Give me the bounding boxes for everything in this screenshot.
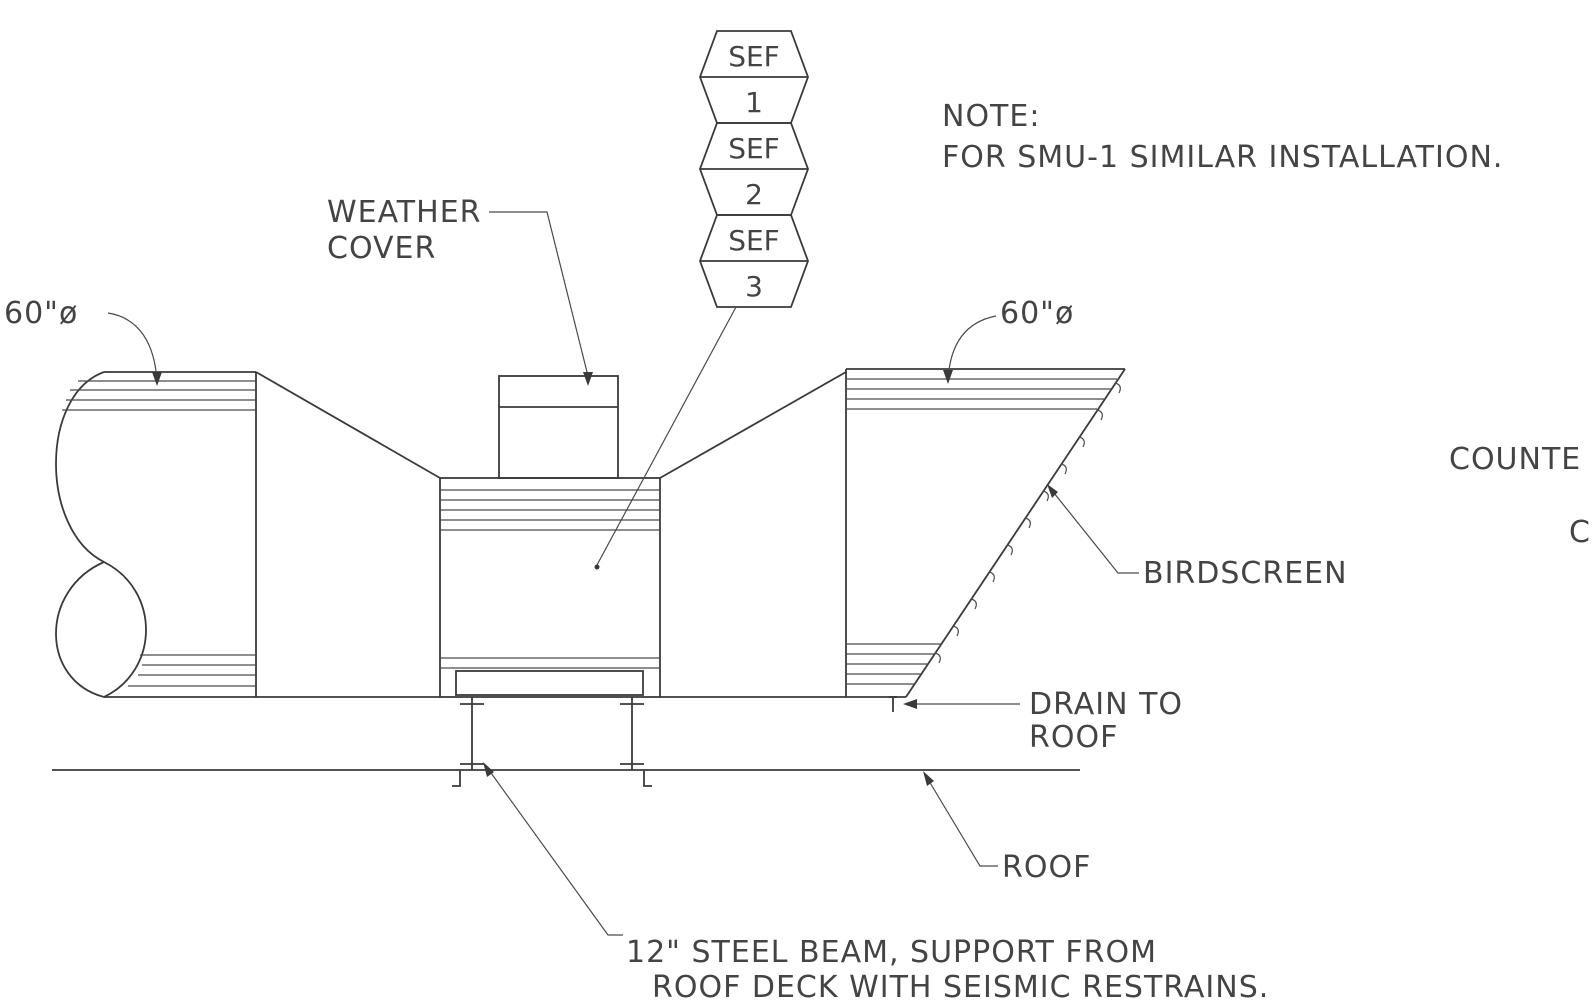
birdscreen-mesh: [934, 382, 1121, 664]
birdscreen-label: BIRDSCREEN: [1143, 556, 1348, 591]
fan-housing: [439, 477, 661, 698]
steel-beams: [452, 697, 652, 787]
leader-lines: [107, 211, 1139, 936]
tag-2-number: 2: [745, 178, 763, 211]
cut-off-label-1: COUNTE: [1449, 442, 1581, 477]
drain-label-1: DRAIN TO: [1029, 687, 1183, 722]
tag-1-number: 1: [745, 86, 763, 119]
equipment-tag-stack: SEF 1 SEF 2 SEF 3: [699, 30, 809, 308]
roof-label: ROOF: [1002, 850, 1091, 885]
left-duct: [55, 371, 257, 698]
left-duct-diameter-label: 60"ø: [4, 296, 78, 331]
tag-3-number: 3: [745, 270, 763, 303]
weather-cover-label-1: WEATHER: [327, 195, 482, 230]
right-duct-diameter-label: 60"ø: [1000, 296, 1074, 331]
tag-1-type: SEF: [728, 40, 780, 73]
tag-3-type: SEF: [728, 224, 780, 257]
steel-beam-label-1: 12" STEEL BEAM, SUPPORT FROM: [626, 935, 1157, 970]
weather-cover: [498, 375, 619, 479]
right-duct: [845, 368, 1126, 698]
steel-beam-label-2: ROOF DECK WITH SEISMIC RESTRAINS.: [652, 970, 1269, 1002]
right-transition: [659, 371, 847, 698]
drain: [889, 696, 897, 712]
drain-label-2: ROOF: [1029, 720, 1118, 755]
note-text: FOR SMU-1 SIMILAR INSTALLATION.: [942, 140, 1503, 175]
weather-cover-label-2: COVER: [327, 231, 436, 266]
cut-off-label-2: C: [1569, 515, 1591, 550]
tag-2-type: SEF: [728, 132, 780, 165]
note-title: NOTE:: [942, 99, 1040, 134]
left-transition: [255, 371, 441, 698]
